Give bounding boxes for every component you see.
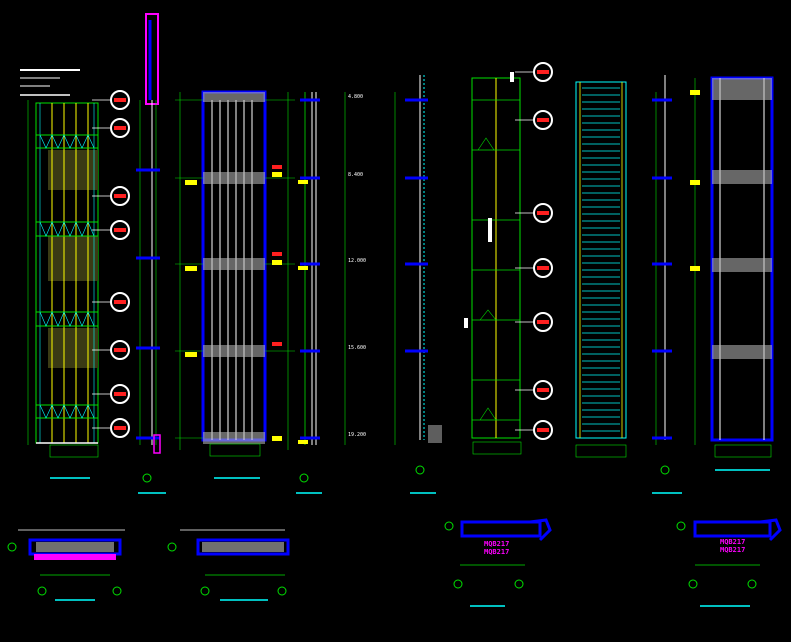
elevation-1-curtain-wall (20, 69, 99, 479)
section-callout-label: MQB217 (484, 548, 509, 556)
callout-mark (114, 228, 126, 232)
level-label: 4.800 (348, 94, 363, 100)
callout-mark (537, 320, 549, 324)
plan-detail-3: MQB217 MQB217 (444, 518, 552, 607)
plan-detail-1 (7, 529, 125, 601)
plan-detail-4: MQB217 MQB217 (676, 518, 782, 607)
level-label: 19.200 (348, 432, 366, 438)
section-callout-label: MQB217 (720, 546, 745, 554)
callout-mark (537, 211, 549, 215)
elevation-level-labels: 4.800 8.400 12.000 15.600 19.200 (348, 94, 366, 438)
level-label: 8.400 (348, 172, 363, 178)
callout-mark (114, 194, 126, 198)
elevation-5-frame (464, 72, 522, 455)
level-label: 15.600 (348, 345, 366, 351)
callout-mark (114, 348, 126, 352)
elevation-8-section (690, 76, 774, 471)
elevation-2-section (175, 90, 295, 479)
elevation-7-section (652, 75, 682, 494)
vertical-section-strip (136, 13, 166, 494)
callout-mark (114, 300, 126, 304)
elevation-6-louvers (575, 81, 627, 458)
callout-mark (114, 126, 126, 130)
section-callout-label: MQB217 (484, 540, 509, 548)
callout-mark (537, 266, 549, 270)
callout-mark (114, 392, 126, 396)
section-callout-label: MQB217 (720, 538, 745, 546)
callout-mark (114, 98, 126, 102)
elevation-4-section (394, 75, 442, 494)
callout-mark (537, 118, 549, 122)
plan-detail-2 (167, 529, 290, 601)
callout-mark (537, 428, 549, 432)
callout-mark (537, 388, 549, 392)
callout-mark (114, 426, 126, 430)
elevation-3-section (296, 92, 346, 494)
detail-callout-markers (92, 62, 553, 440)
level-label: 12.000 (348, 258, 366, 264)
callout-mark (537, 70, 549, 74)
